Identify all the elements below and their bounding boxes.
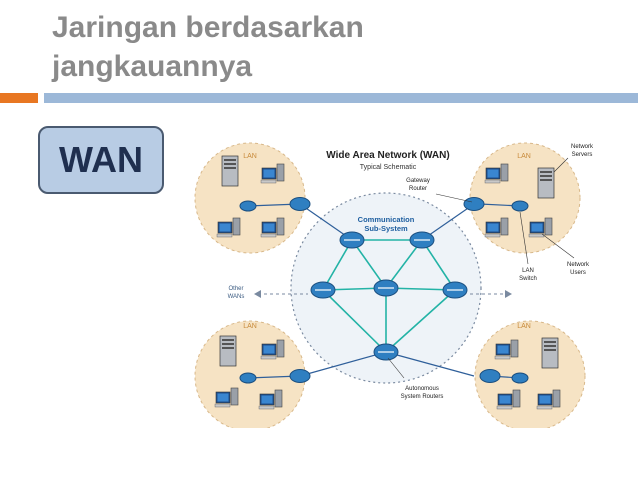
lan-switch-icon: [239, 372, 257, 384]
lan-switch-icon: [511, 200, 529, 212]
lan-label: LAN: [517, 323, 531, 330]
server-icon: [219, 335, 237, 367]
lan-switch-label: LAN: [522, 268, 534, 274]
other-wans-label-2: WANs: [228, 294, 245, 300]
server-icon: [537, 167, 555, 199]
lan-switch-icon: [511, 372, 529, 384]
wan-badge: WAN: [38, 126, 164, 194]
lan-switch-icon: [239, 200, 257, 212]
diagram-title: Wide Area Network (WAN): [326, 150, 449, 161]
lan-label: LAN: [243, 153, 257, 160]
network-users-label: Network: [567, 262, 590, 268]
comm-subsystem-label: Communication: [358, 215, 415, 224]
lan-label: LAN: [243, 323, 257, 330]
autonomous-routers-label-2: System Routers: [401, 394, 444, 400]
comm-subsystem-label-2: Sub-System: [364, 224, 408, 233]
title-rule-orange: [0, 93, 38, 103]
network-users-label-2: Users: [570, 270, 586, 276]
lan-switch-label-2: Switch: [519, 276, 537, 282]
gateway-router-icon: [463, 197, 485, 211]
autonomous-routers-label: Autonomous: [405, 386, 439, 392]
lan-label: LAN: [517, 153, 531, 160]
gateway-router-icon: [289, 197, 311, 211]
server-icon: [541, 337, 559, 369]
server-icon: [221, 155, 239, 187]
gateway-router-label-2: Router: [409, 186, 427, 192]
network-servers-label: Network: [571, 144, 594, 150]
title-rule-blue: [44, 93, 638, 103]
diagram-subtitle: Typical Schematic: [360, 164, 417, 171]
slide-title-line-2: jangkauannya: [52, 50, 253, 83]
slide-title: Jaringan berdasarkan jangkauannya: [52, 8, 612, 86]
gateway-router-icon: [479, 369, 501, 383]
gateway-router-icon: [289, 369, 311, 383]
slide-title-line-1: Jaringan berdasarkan: [52, 11, 364, 44]
wan-diagram: Wide Area Network (WAN) Typical Schemati…: [190, 138, 638, 432]
gateway-router-label: Gateway: [406, 178, 430, 184]
other-wans-label: Other: [228, 286, 243, 292]
network-servers-label-2: Servers: [572, 152, 593, 158]
